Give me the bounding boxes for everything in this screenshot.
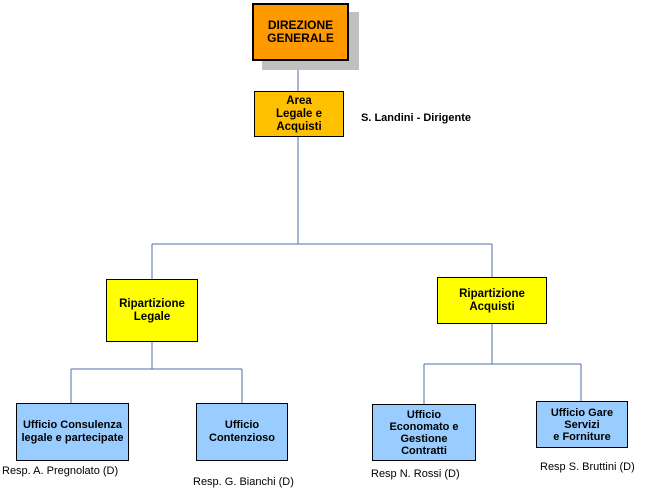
box-ufficio-gare[interactable]: Ufficio Gare Servizi e Forniture [536, 401, 628, 448]
box-ufficio-consulenza[interactable]: Ufficio Consulenza legale e partecipate [16, 403, 129, 461]
box-ripartizione-legale[interactable]: Ripartizione Legale [106, 279, 198, 342]
area-head-label: S. Landini - Dirigente [361, 112, 472, 124]
box-direzione-generale[interactable]: DIREZIONE GENERALE [252, 3, 349, 61]
box-ufficio-contenzioso[interactable]: Ufficio Contenzioso [196, 403, 288, 461]
box-area-legale-acquisti[interactable]: Area Legale e Acquisti [254, 91, 344, 137]
box-ufficio-economato[interactable]: Ufficio Economato e Gestione Contratti [372, 404, 476, 461]
resp-pregnolato: Resp. A. Pregnolato (D) [2, 465, 119, 477]
resp-bianchi: Resp. G. Bianchi (D) [193, 476, 294, 488]
resp-bruttini: Resp S. Bruttini (D) [540, 461, 635, 473]
resp-rossi: Resp N. Rossi (D) [371, 468, 460, 480]
box-ripartizione-acquisti[interactable]: Ripartizione Acquisti [437, 277, 547, 324]
